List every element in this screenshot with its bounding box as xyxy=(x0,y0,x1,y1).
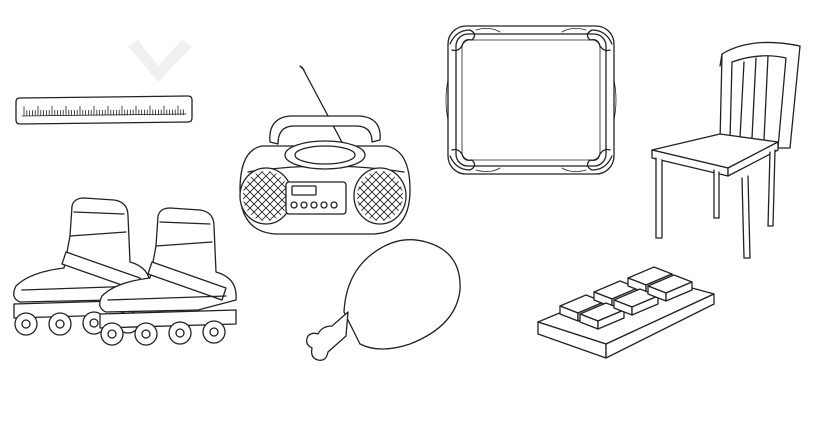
ornate-frame-icon xyxy=(445,25,617,175)
inline-skates-icon xyxy=(13,197,237,346)
boombox-icon xyxy=(239,65,411,235)
chocolate-piece xyxy=(579,302,625,330)
watermark-chevron-icon xyxy=(128,40,192,82)
chicken-drumstick-icon xyxy=(306,239,461,361)
right-skate xyxy=(99,207,237,346)
chocolate-bar-icon xyxy=(537,266,715,359)
chocolate-piece xyxy=(613,288,659,316)
wooden-chair-icon xyxy=(651,41,801,259)
ruler-icon xyxy=(15,95,193,125)
chocolate-piece xyxy=(647,274,693,302)
